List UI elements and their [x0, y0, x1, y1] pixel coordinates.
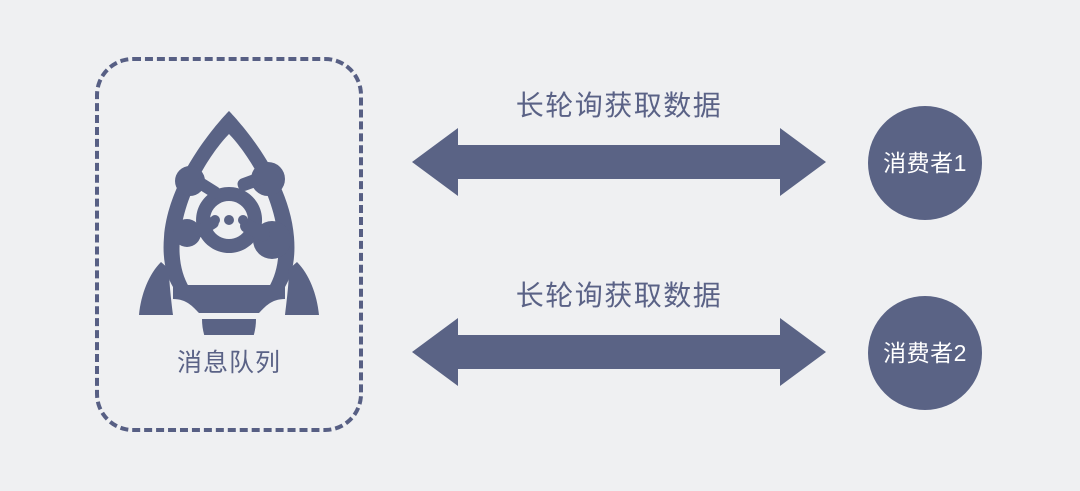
double-headed-arrow-1 [412, 128, 826, 196]
flow-label-2: 长轮询获取数据 [515, 280, 723, 311]
flow-row-2: 长轮询获取数据 消费者2 [0, 282, 1080, 422]
message-queue-card[interactable]: 消息队列 [95, 57, 363, 432]
message-queue-caption: 消息队列 [176, 349, 281, 377]
flow-label-1: 长轮询获取数据 [515, 90, 723, 121]
flow-row-1: 长轮询获取数据 消费者1 [0, 92, 1080, 232]
consumer-node-2[interactable]: 消费者2 [868, 296, 982, 410]
double-headed-arrow-2 [412, 318, 826, 386]
consumer-label-2: 消费者2 [883, 339, 967, 366]
consumer-label-1: 消费者1 [883, 149, 967, 176]
consumer-node-1[interactable]: 消费者1 [868, 106, 982, 220]
rocket-icon [139, 109, 319, 335]
